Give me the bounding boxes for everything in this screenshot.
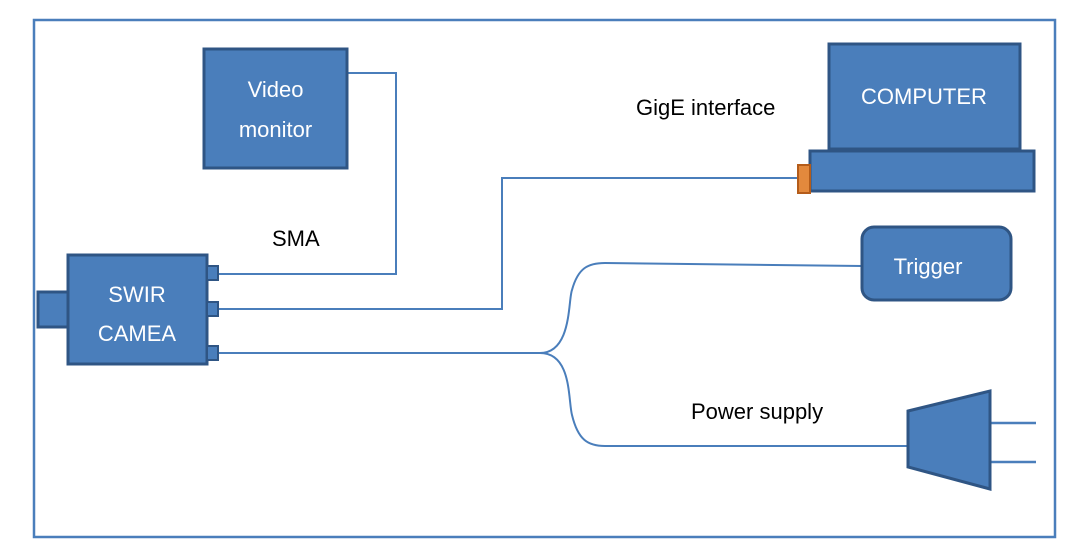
computer-screen <box>827 42 1022 151</box>
power-plug-icon <box>906 389 1036 491</box>
sma-label: SMA <box>272 226 320 251</box>
video-monitor-label-line2: monitor <box>239 117 312 142</box>
computer-base <box>808 149 1036 193</box>
computer[interactable]: COMPUTER <box>797 42 1036 194</box>
video-monitor-label-line1: Video <box>248 77 304 102</box>
gige-interface-label: GigE interface <box>636 95 775 120</box>
camera-label-line1: SWIR <box>108 282 165 307</box>
camera-body <box>66 253 209 366</box>
swir-camera[interactable]: SWIR CAMEA <box>36 253 219 366</box>
camera-port-power-icon <box>206 345 219 361</box>
camera-port-gige-icon <box>206 301 219 317</box>
trigger[interactable]: Trigger <box>860 225 1013 302</box>
camera-port-sma-icon <box>206 265 219 281</box>
video-monitor[interactable]: Video monitor <box>202 47 349 170</box>
power-cable <box>539 352 908 447</box>
gige-port-icon <box>797 164 811 194</box>
camera-label-line2: CAMEA <box>98 321 177 346</box>
plug-body <box>906 389 992 491</box>
trigger-box <box>860 225 1013 302</box>
gige-cable <box>218 177 800 310</box>
diagram-frame <box>32 18 1057 539</box>
camera-lens <box>36 290 70 329</box>
sma-cable <box>218 72 397 275</box>
video-monitor-box <box>202 47 349 170</box>
trigger-label: Trigger <box>894 254 963 279</box>
computer-label: COMPUTER <box>861 84 987 109</box>
power-supply-label: Power supply <box>691 399 823 424</box>
trigger-cable <box>539 261 863 354</box>
